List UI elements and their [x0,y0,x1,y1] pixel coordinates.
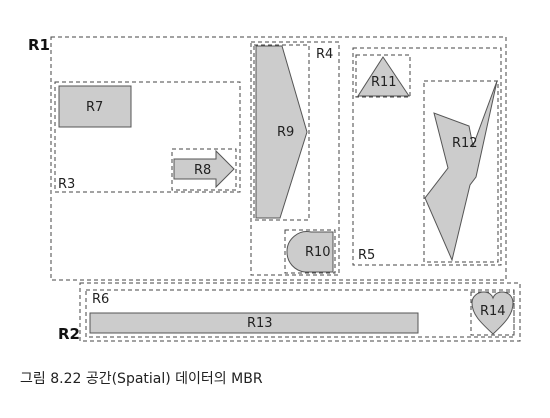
r11-mbr [355,54,411,98]
r10-label: R10 [305,245,331,260]
r9-shape [255,45,308,219]
r4-label: R4 [316,47,333,62]
r5-mbr [352,47,502,266]
r7-label: R7 [86,100,103,115]
r13-label: R13 [247,316,273,331]
r4-mbr [250,41,340,276]
r8-mbr [171,148,237,191]
r12-mbr [423,80,499,263]
r10-shape [286,231,334,273]
r14-label: R14 [480,304,506,319]
r1-mbr [50,36,507,281]
r3-label: R3 [58,177,75,192]
r1-label: R1 [28,36,50,54]
r2-mbr [79,282,521,342]
figure-caption: 그림 8.22 공간(Spatial) 데이터의 MBR [20,371,263,387]
r5-label: R5 [358,248,375,263]
r11-label: R11 [371,75,397,90]
r13-shape [89,312,419,334]
r8-shape [173,149,235,189]
r14-shape [471,291,514,335]
r12-label: R12 [452,136,478,151]
r9-label: R9 [277,125,294,140]
r10-mbr [284,229,336,274]
r8-label: R8 [194,163,211,178]
r2-label: R2 [58,325,80,343]
r12-shape [424,80,498,262]
r9-mbr [253,44,310,221]
r14-mbr [470,291,515,336]
r7-shape [58,85,132,128]
r11-shape [357,56,410,97]
r3-mbr [54,81,241,193]
r6-label: R6 [92,292,109,307]
